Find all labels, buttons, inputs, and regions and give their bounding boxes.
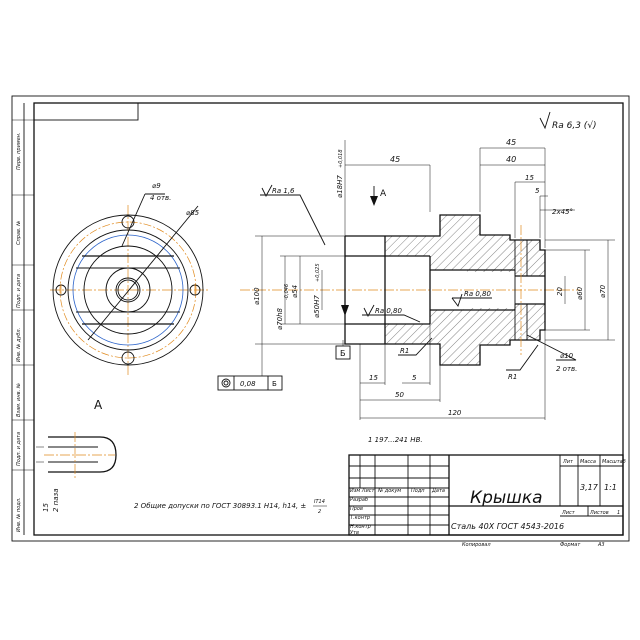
dim-5-top: 5 (535, 187, 540, 195)
r1-b-label: R1 (508, 373, 517, 381)
note-2-frac-den: 2 (318, 509, 321, 515)
ra080-a-label: Ra 0,80 (464, 290, 492, 298)
ra080-b-label: Ra 0,80 (375, 307, 403, 315)
dim-d15-side: 15 (42, 503, 50, 512)
dim-d10: ⌀10 (560, 352, 574, 360)
dim-d9-count: 4 отв. (150, 194, 171, 202)
view-label: A (94, 398, 103, 412)
dim-45-right: 45 (506, 138, 516, 147)
runout-datum: Б (272, 380, 277, 388)
dim-d18: ⌀18H7 (336, 175, 344, 198)
dim-d70-right: ⌀70 (599, 284, 607, 298)
outer-frame (11, 95, 630, 542)
dim-d70-tol: -0,046 (284, 284, 290, 300)
dim-120: 120 (448, 409, 462, 417)
hatch-top (385, 215, 545, 276)
front-view: ⌀9 4 отв. ⌀85 (50, 182, 210, 375)
hatch-bottom (385, 304, 545, 365)
title-sheet-label: Лист (561, 510, 576, 516)
note-1: 1 197...241 НВ. (368, 436, 423, 444)
title-row-3: Т.контр (350, 515, 370, 521)
note-2-text: 2 Общие допуски по ГОСТ 30893.1 H14, h14… (134, 502, 306, 510)
dim-40: 40 (506, 155, 516, 164)
dim-d100: ⌀100 (253, 287, 261, 305)
title-copied: Копировал (462, 542, 491, 548)
dim-chamfer: 2x45° (552, 208, 573, 216)
dim-15-bot: 15 (369, 374, 378, 382)
dim-5-bot: 5 (412, 374, 417, 382)
dim-d60: ⌀60 (576, 286, 584, 300)
detail-slot: 15 2 паза (36, 432, 117, 512)
title-format: Формат (560, 542, 581, 548)
general-roughness: Ra 6,3 (√) (539, 111, 597, 131)
runout-value: 0,08 (240, 380, 256, 388)
dim-d85: ⌀85 (186, 209, 200, 217)
title-sheets-count: 1 (617, 510, 620, 516)
ra16-label: Ra 1,6 (272, 187, 295, 195)
title-material: Сталь 40Х ГОСТ 4543-2016 (451, 522, 564, 531)
dim-d50-tol: +0,025 (315, 263, 321, 282)
dim-d50: ⌀50H7 (313, 295, 321, 318)
dim-50-bot: 50 (395, 391, 404, 399)
title-scale-header: Масштаб (602, 459, 626, 465)
title-mass-header: Масса (580, 459, 596, 465)
dim-d9: ⌀9 (152, 182, 161, 190)
title-lit-header: Лит (562, 459, 574, 465)
strip-label-6: Подп. и дата (16, 432, 22, 466)
strip-label-5: Взам. инв. № (16, 383, 22, 417)
section-label: Б (340, 349, 346, 358)
title-mass: 3,17 (580, 483, 599, 492)
title-scale: 1:1 (604, 483, 617, 492)
title-col-2: Дата (431, 488, 445, 494)
title-sheets-label: Листов (589, 510, 609, 516)
title-row-5: Н.контр (350, 524, 371, 530)
dim-d15-side-note: 2 паза (52, 488, 60, 512)
title-row-2: Пров (350, 506, 363, 512)
dim-20: 20 (556, 287, 564, 296)
title-row-6: Утв (350, 530, 359, 536)
title-col-0: № докум (377, 488, 401, 494)
title-row-1: Разраб (350, 497, 368, 503)
note-2: 2 Общие допуски по ГОСТ 30893.1 H14, h14… (134, 499, 327, 515)
title-part-name: Крышка (470, 488, 543, 508)
left-strip: Перв. примен. Справ. № Подп. и дата Инв.… (12, 103, 34, 535)
section-arrow-label: A (380, 189, 387, 199)
dim-45-top: 45 (390, 155, 400, 164)
title-row-0: Изм Лист (350, 488, 376, 494)
title-format-value: А3 (597, 542, 605, 548)
dim-d10-count: 2 отв. (556, 365, 577, 373)
section-view: ⌀100 ⌀70h8 -0,046 ⌀54 ⌀50H7 +0,025 ⌀18H7… (217, 138, 615, 420)
note-2-frac-num: IT14 (314, 499, 325, 505)
strip-label-2: Справ. № (16, 221, 22, 245)
title-col-1: Подп (411, 488, 425, 494)
dim-d18-tol: +0,018 (338, 149, 344, 168)
dim-d70: ⌀70h8 (276, 307, 284, 330)
dim-15-top: 15 (525, 174, 534, 182)
title-block: Крышка Сталь 40Х ГОСТ 4543-2016 Лит Масс… (348, 454, 626, 548)
strip-label-3: Подп. и дата (16, 274, 22, 308)
strip-label-4: Инв. № дубл. (16, 328, 22, 362)
strip-label-1: Перв. примен. (16, 132, 22, 170)
r1-a-label: R1 (400, 347, 409, 355)
dim-d54: ⌀54 (291, 285, 299, 298)
roughness-general-text: Ra 6,3 (√) (552, 120, 597, 131)
strip-label-7: Инв. № подл. (16, 498, 22, 533)
